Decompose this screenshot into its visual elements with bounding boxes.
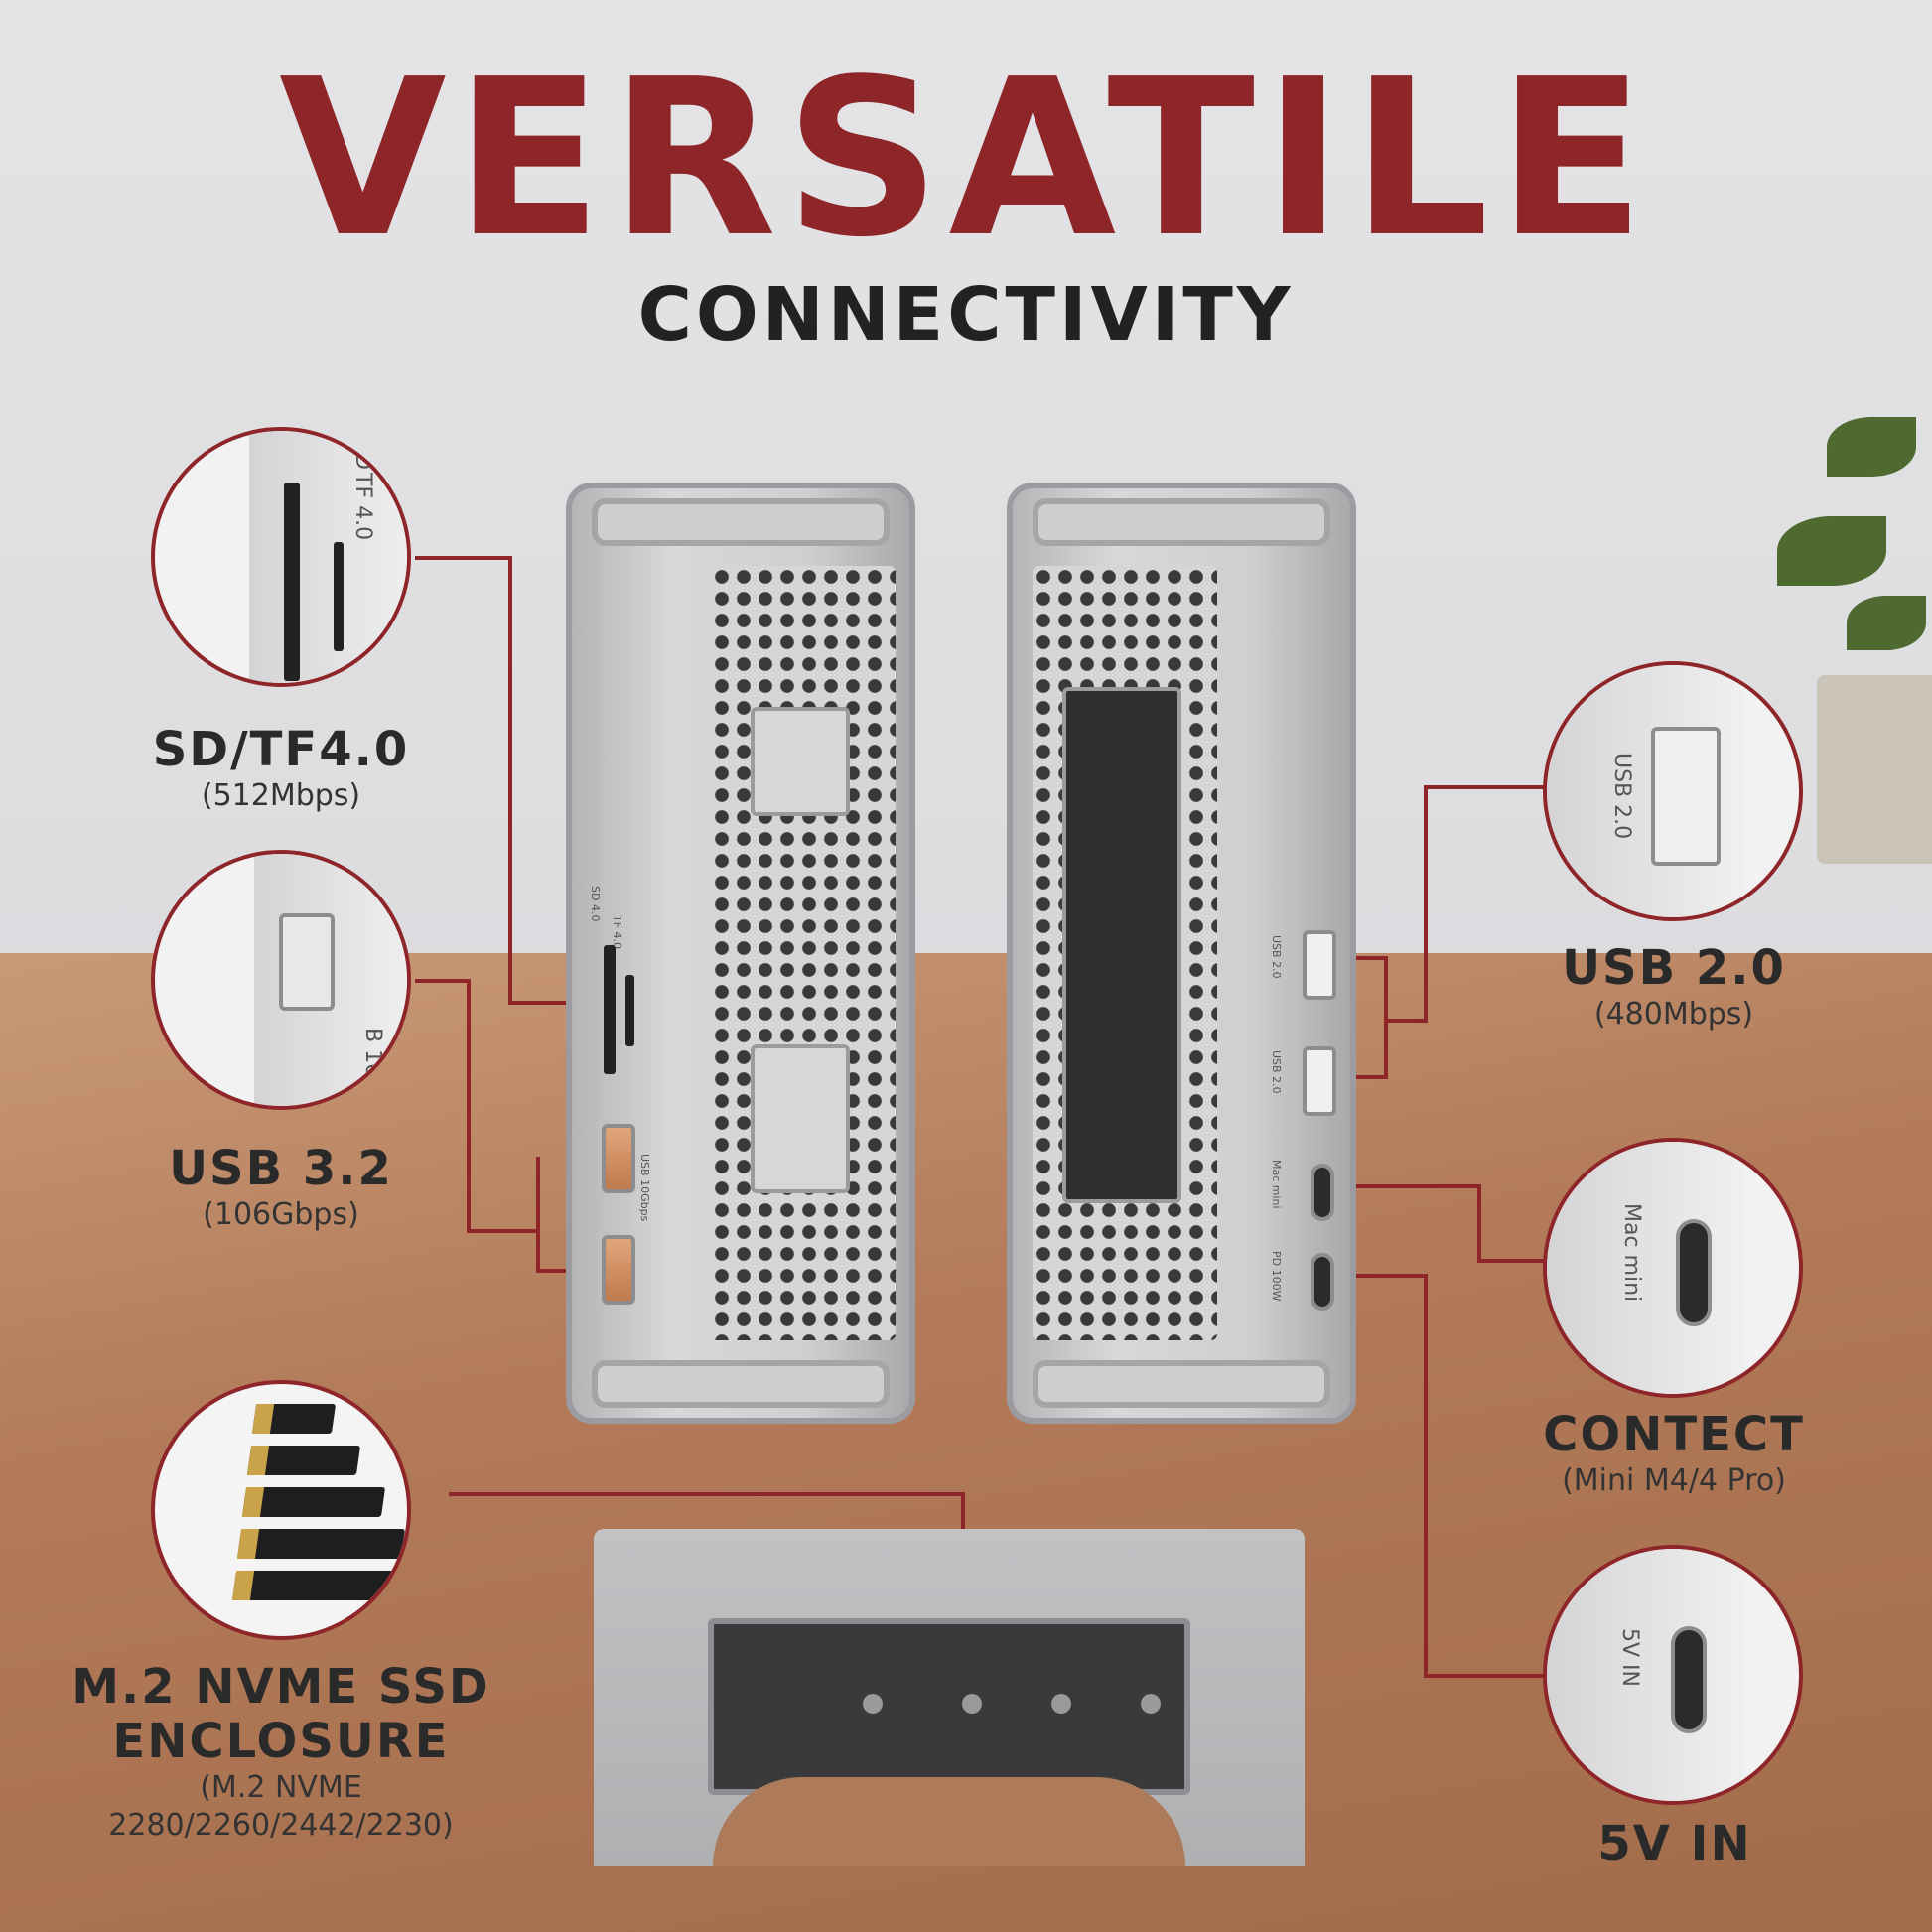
ssd-module-icon xyxy=(236,1529,406,1559)
usb32-port-1[interactable] xyxy=(602,1124,635,1193)
power-closeup-port xyxy=(1671,1626,1707,1733)
port-label-usb20: USB 2.0 xyxy=(1270,935,1283,979)
port-label-usb20b: USB 2.0 xyxy=(1270,1050,1283,1094)
plant-leaf xyxy=(1777,516,1886,586)
port-plate xyxy=(1547,1142,1745,1394)
device-front-left: SD 4.0 TF 4.0 USB 10Gbps xyxy=(566,483,915,1424)
usb20-port-1[interactable] xyxy=(1303,930,1336,1000)
m2-title-line1: M.2 NVME SSD xyxy=(71,1659,490,1715)
usb20-title: USB 2.0 xyxy=(1562,940,1786,996)
line-usb20 xyxy=(1386,785,1545,1023)
usb20-label: USB 2.0 (480Mbps) xyxy=(1485,940,1863,1034)
plant-leaf xyxy=(1847,596,1926,650)
line-contect xyxy=(1352,1184,1545,1263)
contect-detail: (Mini M4/4 Pro) xyxy=(1562,1463,1786,1499)
usb32-zoom-circle: B 10Gbps xyxy=(151,850,411,1110)
usb32-closeup-port xyxy=(279,913,335,1011)
plant-pot xyxy=(1817,675,1932,864)
usb32-title: USB 3.2 xyxy=(169,1141,393,1196)
sd-tf-title: SD/TF4.0 xyxy=(152,722,410,777)
usb20-closeup-label: USB 2.0 xyxy=(1609,753,1634,840)
sd-closeup-label: SD xyxy=(350,439,375,470)
tf-card-slot[interactable] xyxy=(625,975,634,1046)
m2-title-line2: ENCLOSURE xyxy=(112,1714,450,1770)
top-handle xyxy=(1033,498,1330,546)
port-plate xyxy=(249,431,407,683)
tf-slot-closeup xyxy=(334,542,344,651)
mac-mini-closeup-port xyxy=(1676,1219,1712,1326)
power-closeup-label: 5V IN xyxy=(1617,1628,1642,1687)
contect-label: CONTECT (Mini M4/4 Pro) xyxy=(1485,1407,1863,1500)
contect-closeup-label: Mac mini xyxy=(1619,1203,1644,1303)
sd-card-slot[interactable] xyxy=(604,945,616,1074)
port-label-mac-mini: Mac mini xyxy=(1270,1160,1283,1209)
line-usb32 xyxy=(415,979,538,1233)
vent-grille xyxy=(711,566,896,1340)
port-plate xyxy=(1547,1549,1745,1801)
bottom-handle xyxy=(592,1360,890,1408)
plant-leaf xyxy=(1827,417,1916,477)
contect-zoom-circle: Mac mini xyxy=(1543,1138,1803,1398)
line-sd-tf xyxy=(415,556,586,1005)
usb32-port-2[interactable] xyxy=(602,1235,635,1305)
headline-subtitle: CONNECTIVITY xyxy=(637,272,1295,357)
screw-icon xyxy=(1141,1694,1161,1714)
ssd-module-icon xyxy=(231,1571,407,1600)
screw-icon xyxy=(863,1694,883,1714)
usb20-port-2[interactable] xyxy=(1303,1046,1336,1116)
ssd-bay xyxy=(708,1618,1190,1795)
port-label-sd: SD 4.0 xyxy=(589,886,602,922)
port-label-usb32: USB 10Gbps xyxy=(638,1154,651,1222)
grille-window xyxy=(751,707,850,816)
contect-title: CONTECT xyxy=(1543,1407,1805,1462)
headline-title: VERSATILE xyxy=(279,34,1653,285)
power-zoom-circle: 5V IN xyxy=(1543,1545,1803,1805)
screw-icon xyxy=(1051,1694,1071,1714)
usb32-detail: (106Gbps) xyxy=(203,1197,359,1233)
port-label-tf: TF 4.0 xyxy=(611,915,623,950)
usb20-detail: (480Mbps) xyxy=(1593,997,1754,1033)
bottom-handle xyxy=(1033,1360,1330,1408)
top-handle xyxy=(592,498,890,546)
m2-label: M.2 NVME SSD ENCLOSURE (M.2 NVME 2280/22… xyxy=(60,1659,502,1844)
sd-tf-zoom-circle: SD TF 4.0 xyxy=(151,427,411,687)
base-arch xyxy=(713,1777,1185,1866)
power-label: 5V IN xyxy=(1545,1816,1805,1871)
grille-window xyxy=(751,1044,850,1193)
sd-tf-label: SD/TF4.0 (512Mbps) xyxy=(99,722,463,815)
tf-closeup-label: TF 4.0 xyxy=(350,473,375,541)
m2-detail-line1: (M.2 NVME xyxy=(200,1770,362,1806)
usb20-closeup-port xyxy=(1651,727,1721,866)
line-usb20-branch xyxy=(1350,956,1388,1079)
ssd-module-icon xyxy=(241,1487,386,1517)
m2-ssd-zoom-circle xyxy=(151,1380,411,1640)
usb20-zoom-circle: USB 2.0 xyxy=(1543,661,1803,921)
power-title: 5V IN xyxy=(1597,1816,1752,1871)
port-label-pd: PD 100W xyxy=(1270,1251,1283,1302)
m2-detail-line2: 2280/2260/2442/2230) xyxy=(108,1807,454,1843)
sd-slot-closeup xyxy=(284,483,300,681)
sd-tf-detail: (512Mbps) xyxy=(201,778,361,814)
mac-mini-usbc-port[interactable] xyxy=(1311,1164,1334,1221)
ssd-module-icon xyxy=(246,1446,361,1475)
device-rear-right: USB 2.0 USB 2.0 Mac mini PD 100W xyxy=(1007,483,1356,1424)
line-power xyxy=(1352,1274,1545,1678)
usb32-label: USB 3.2 (106Gbps) xyxy=(99,1141,463,1234)
ssd-enclosure-base xyxy=(594,1529,1305,1866)
usb32-closeup-label: B 10Gbps xyxy=(360,1028,385,1110)
drive-tray-window xyxy=(1062,687,1181,1203)
screw-icon xyxy=(962,1694,982,1714)
ssd-module-icon xyxy=(251,1404,337,1434)
power-usbc-port[interactable] xyxy=(1311,1253,1334,1311)
